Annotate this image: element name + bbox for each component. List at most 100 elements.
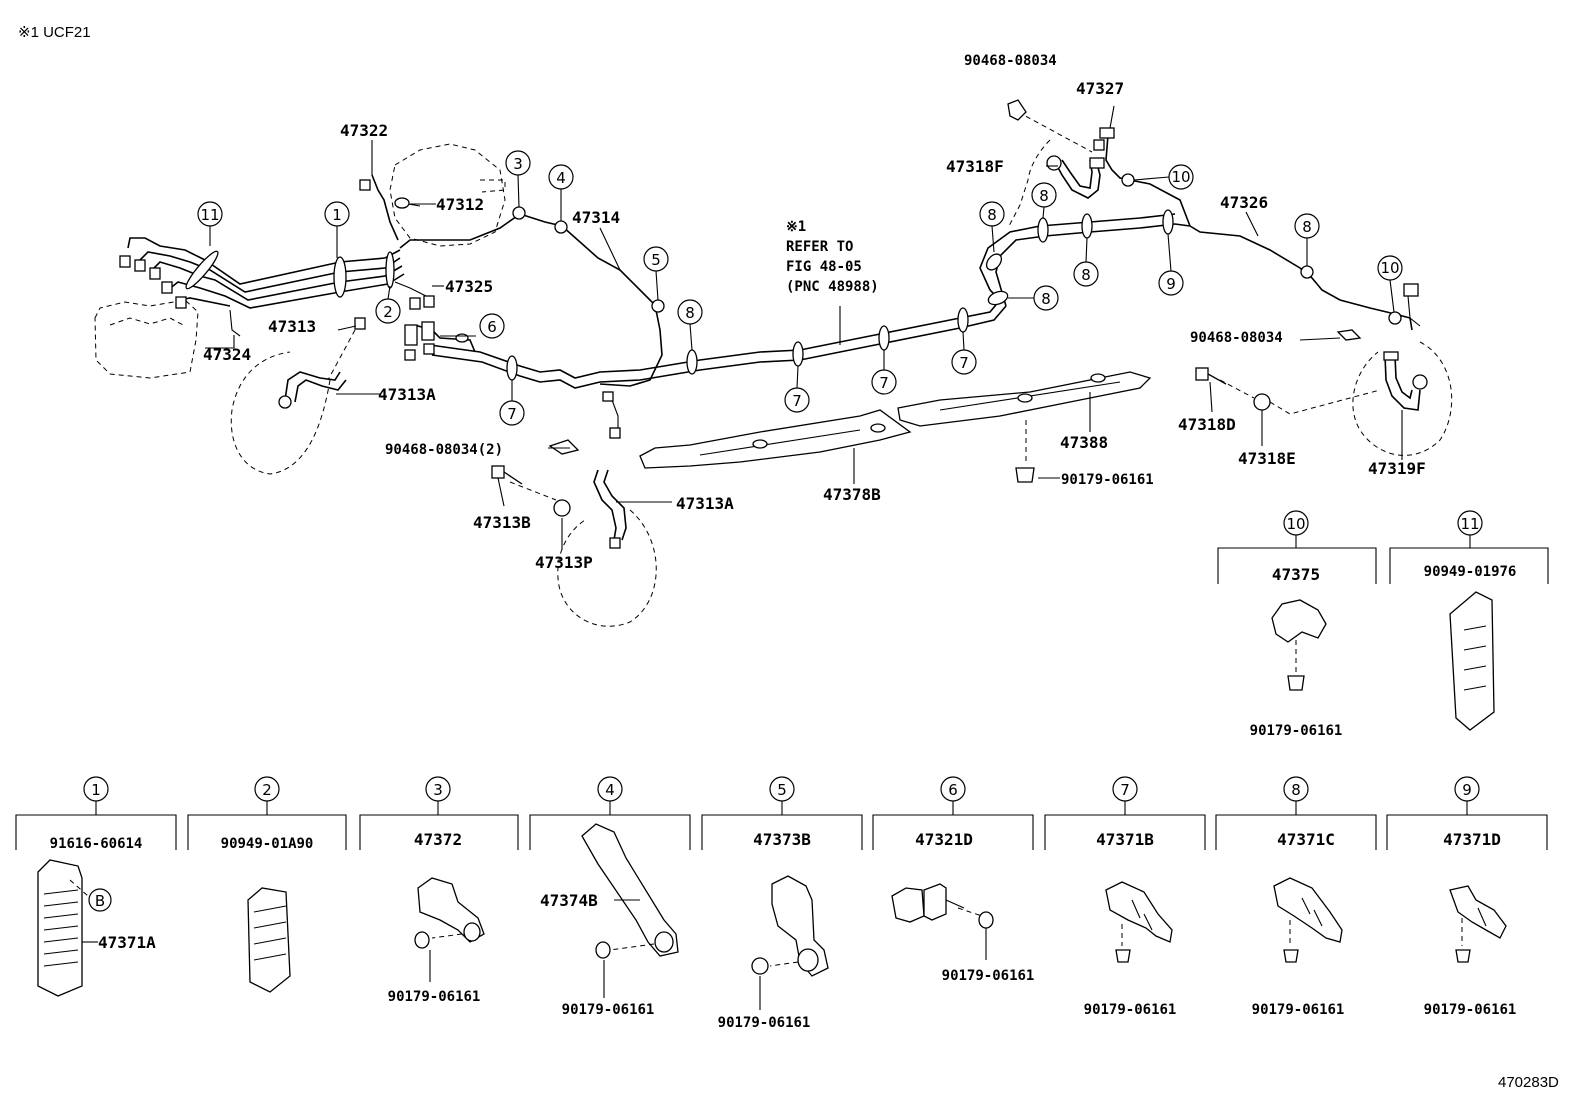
detail-box-7: 7 47371B 90179-06161 <box>1044 776 1206 1018</box>
callout-8-b: 8 <box>987 206 997 224</box>
callout-8-f: 8 <box>1302 218 1312 236</box>
detail-box-11: 11 90949-01976 <box>1389 510 1549 731</box>
bundle-clamps <box>185 250 395 298</box>
detail-8-number: 8 <box>1291 781 1301 799</box>
callout-10-a: 10 <box>1171 168 1190 186</box>
label-47388: 47388 <box>1060 433 1108 452</box>
detail-2-number: 2 <box>262 781 272 799</box>
line-clamps <box>506 209 1174 381</box>
callout-6: 6 <box>487 318 497 336</box>
label-90179-06161-main: 90179-06161 <box>1061 472 1154 488</box>
callout-7-c: 7 <box>879 374 889 392</box>
label-47313P: 47313P <box>535 553 593 572</box>
main-small-parts <box>491 99 1421 517</box>
detail-4-sub: 47374B <box>540 891 598 910</box>
detail-9-part: 47371D <box>1443 830 1501 849</box>
detail-box-1: 1 91616-60614 B 47371A <box>15 776 177 997</box>
label-47314: 47314 <box>572 208 620 227</box>
ref-note-2: REFER TO <box>786 239 853 255</box>
label-47318E: 47318E <box>1238 449 1296 468</box>
label-47319F: 47319F <box>1368 459 1426 478</box>
label-47318D: 47318D <box>1178 415 1236 434</box>
detail-6-number: 6 <box>948 781 958 799</box>
callout-3: 3 <box>513 155 523 173</box>
detail-6-bolt: 90179-06161 <box>942 968 1035 984</box>
label-90468-08034-2: 90468-08034(2) <box>385 442 503 458</box>
detail-7-number: 7 <box>1120 781 1130 799</box>
label-47312: 47312 <box>436 195 484 214</box>
callout-10-b: 10 <box>1380 259 1399 277</box>
label-47326: 47326 <box>1220 193 1268 212</box>
label-47313A-left: 47313A <box>378 385 436 404</box>
label-47378B: 47378B <box>823 485 881 504</box>
detail-1-sub: 47371A <box>98 933 156 952</box>
detail-10-bolt: 90179-06161 <box>1250 723 1343 739</box>
detail-8-part: 47371C <box>1277 830 1335 849</box>
detail-8-bolt: 90179-06161 <box>1252 1002 1345 1018</box>
label-90468-08034-right: 90468-08034 <box>1190 330 1283 346</box>
main-callouts: 11 1 2 3 4 5 6 7 8 7 7 7 8 8 8 8 9 10 8 <box>197 150 1403 426</box>
detail-box-9: 9 47371D 90179-06161 <box>1386 776 1548 1018</box>
left-flare-nuts <box>119 255 187 309</box>
callout-8-c: 8 <box>1039 187 1049 205</box>
detail-4-number: 4 <box>605 781 615 799</box>
detail-box-2: 2 90949-01A90 <box>187 776 347 993</box>
detail-6-part: 47321D <box>915 830 973 849</box>
callout-7-a: 7 <box>507 405 517 423</box>
detail-5-bolt: 90179-06161 <box>718 1015 811 1031</box>
detail-circles <box>230 139 1453 627</box>
variant-note: ※1 UCF21 <box>18 24 91 41</box>
front-brake-line-bundle <box>127 237 405 337</box>
callout-7-d: 7 <box>959 354 969 372</box>
detail-5-part: 47373B <box>753 830 811 849</box>
figure-id: 470283D <box>1498 1074 1559 1091</box>
detail-9-bolt: 90179-06161 <box>1424 1002 1517 1018</box>
callout-7-b: 7 <box>792 392 802 410</box>
detail-3-bolt: 90179-06161 <box>388 989 481 1005</box>
callout-8-d: 8 <box>1081 266 1091 284</box>
callout-2: 2 <box>383 303 393 321</box>
detail-7-part: 47371B <box>1096 830 1154 849</box>
detail-5-number: 5 <box>777 781 787 799</box>
detail-10-number: 10 <box>1286 515 1305 533</box>
detail-box-10: 10 47375 90179-06161 <box>1217 510 1377 739</box>
callout-1: 1 <box>332 206 342 224</box>
detail-1-number: 1 <box>91 781 101 799</box>
detail-7-bolt: 90179-06161 <box>1084 1002 1177 1018</box>
callout-8-e: 8 <box>1041 290 1051 308</box>
detail-box-4: 4 47374B 90179-06161 <box>529 776 691 1018</box>
label-90468-08034-top: 90468-08034 <box>964 53 1057 69</box>
callout-4: 4 <box>556 169 566 187</box>
detail-box-3: 3 47372 90179-06161 <box>359 776 519 1005</box>
callout-5: 5 <box>651 251 661 269</box>
frame-brackets <box>639 371 1152 469</box>
label-47313: 47313 <box>268 317 316 336</box>
detail-11-number: 11 <box>1460 515 1479 533</box>
label-47313A-center: 47313A <box>676 494 734 513</box>
leader-lines <box>205 105 1403 550</box>
detail-9-number: 9 <box>1462 781 1472 799</box>
main-labels: 47322 47312 47314 47325 47313 47324 4731… <box>203 53 1426 572</box>
detail-box-8: 8 47371C 90179-06161 <box>1215 776 1377 1018</box>
dashed-leaders <box>327 111 1381 501</box>
label-47313B: 47313B <box>473 513 531 532</box>
detail-2-part: 90949-01A90 <box>221 836 314 852</box>
label-47325: 47325 <box>445 277 493 296</box>
detail-10-part: 47375 <box>1272 565 1320 584</box>
label-47324: 47324 <box>203 345 251 364</box>
callout-11: 11 <box>200 206 219 224</box>
detail-box-6: 6 47321D 90179-06161 <box>872 776 1035 984</box>
detail-11-part: 90949-01976 <box>1424 564 1517 580</box>
detail-1-part: 91616-60614 <box>50 836 143 852</box>
ref-note-3: FIG 48-05 <box>786 259 862 275</box>
detail-3-number: 3 <box>433 781 443 799</box>
detail-4-bolt: 90179-06161 <box>562 1002 655 1018</box>
label-47327: 47327 <box>1076 79 1124 98</box>
ref-note-1: ※1 <box>786 219 806 235</box>
callout-9: 9 <box>1166 275 1176 293</box>
pipe-clip-points <box>512 173 1402 325</box>
detail-box-5: 5 47373B 90179-06161 <box>701 776 863 1031</box>
ref-note-4: (PNC 48988) <box>786 279 879 295</box>
label-47322: 47322 <box>340 121 388 140</box>
